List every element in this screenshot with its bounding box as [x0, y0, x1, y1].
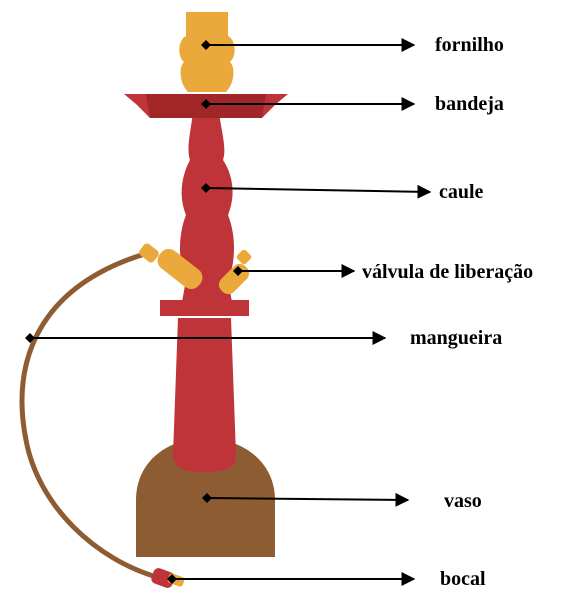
leader-caule — [201, 183, 430, 193]
label-valvula: válvula de liberação — [362, 262, 533, 282]
label-vaso: vaso — [444, 491, 482, 511]
label-mangueira: mangueira — [410, 328, 502, 348]
lower-stem — [173, 318, 236, 472]
bowl — [179, 12, 234, 92]
stem-flange — [160, 300, 249, 316]
leader-valvula — [233, 266, 354, 276]
label-fornilho: fornilho — [435, 35, 504, 55]
label-bocal: bocal — [440, 569, 486, 589]
label-caule: caule — [439, 182, 483, 202]
label-bandeja: bandeja — [435, 94, 504, 114]
leader-bocal — [167, 574, 414, 584]
